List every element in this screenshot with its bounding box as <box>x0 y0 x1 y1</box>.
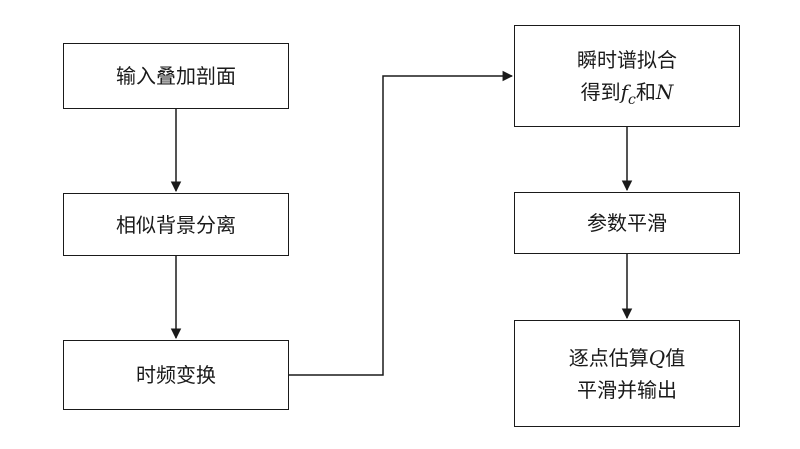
n-symbol: N <box>655 80 674 104</box>
fc-symbol: f <box>620 80 629 104</box>
time-frequency-transform-box: 时频变换 <box>63 340 289 410</box>
q-estimate-output-box: 逐点估算Q值 平滑并输出 <box>514 320 740 427</box>
spectrum-fit-line1: 瞬时谱拟合 <box>577 48 677 72</box>
parameter-smoothing-box: 参数平滑 <box>514 192 740 254</box>
spectrum-fit-line2: 得到fc和N <box>580 80 674 108</box>
arrow-transform-to-spectrum-fit <box>289 70 514 376</box>
q-estimate-line1: 逐点估算Q值 <box>568 345 686 370</box>
fc-subscript: c <box>628 92 636 108</box>
input-stack-section-label: 输入叠加剖面 <box>116 64 236 88</box>
time-frequency-transform-label: 时频变换 <box>136 363 216 387</box>
parameter-smoothing-label: 参数平滑 <box>587 211 667 235</box>
input-stack-section-box: 输入叠加剖面 <box>63 43 289 109</box>
instantaneous-spectrum-fit-box: 瞬时谱拟合 得到fc和N <box>514 25 740 127</box>
q-symbol: Q <box>648 345 666 370</box>
similar-background-separation-box: 相似背景分离 <box>63 193 289 256</box>
similar-background-separation-label: 相似背景分离 <box>116 212 236 237</box>
q-estimate-line2: 平滑并输出 <box>577 377 677 402</box>
